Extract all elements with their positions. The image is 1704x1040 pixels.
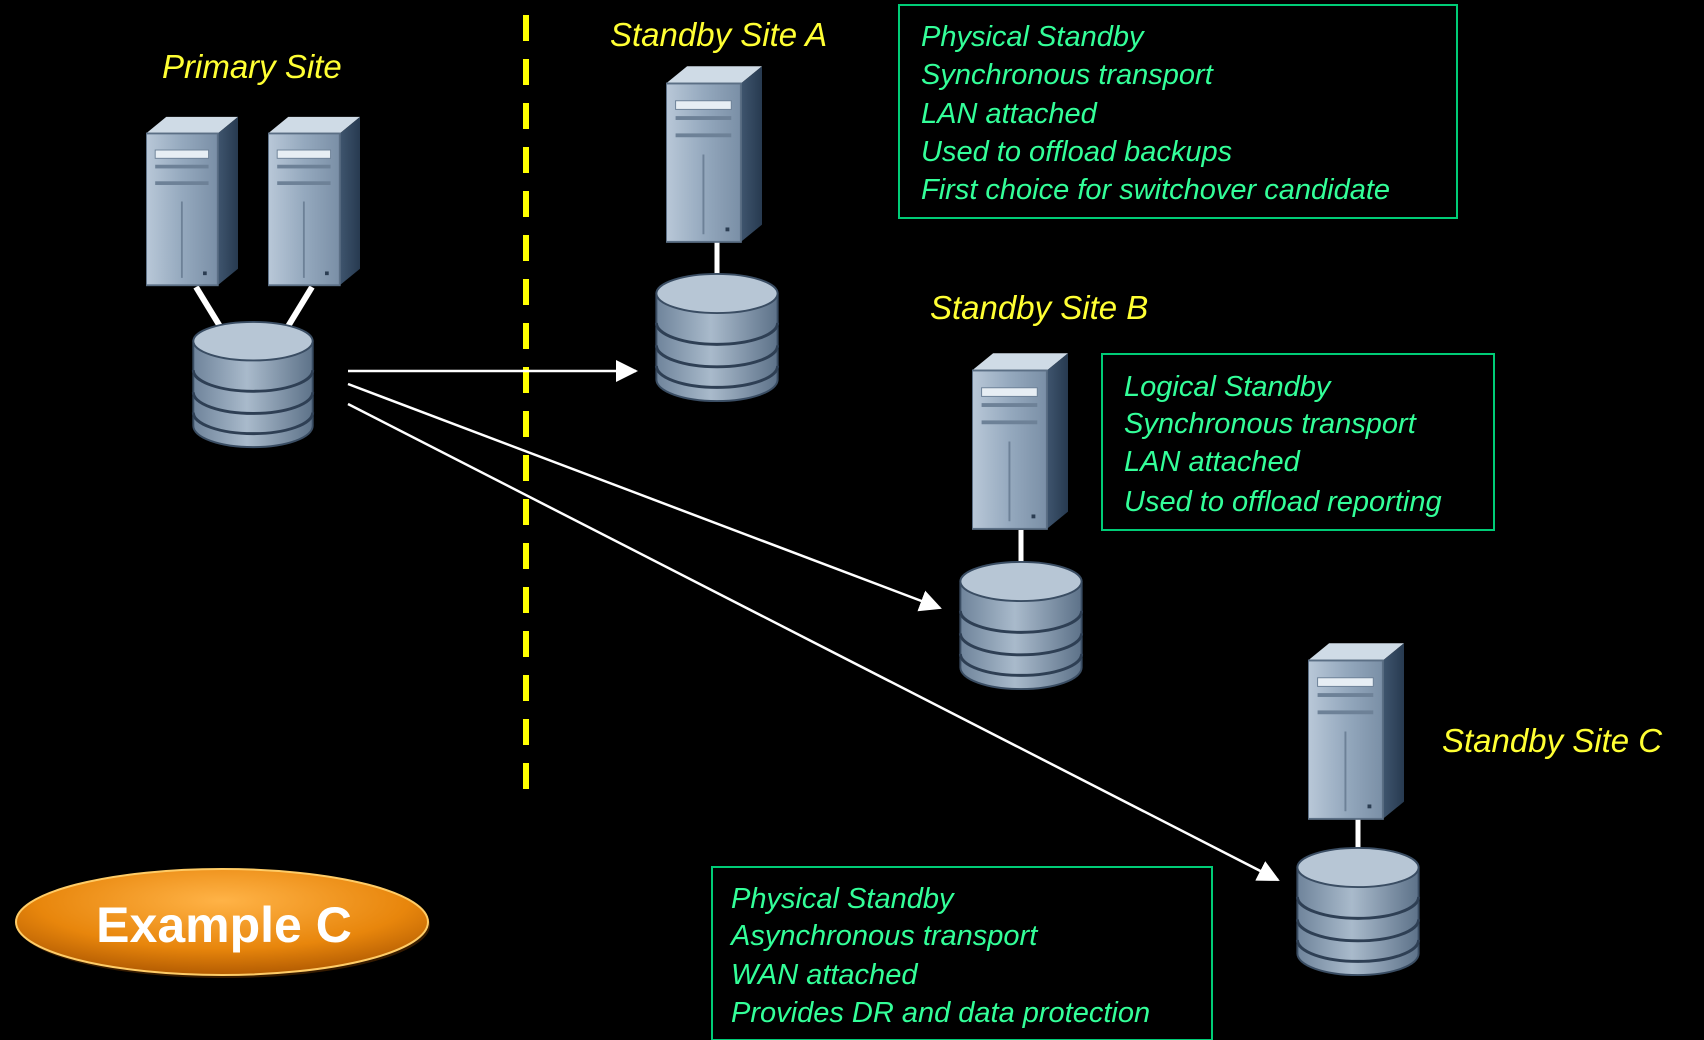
primary-server-2 bbox=[268, 115, 360, 330]
standby-c-note-3: WAN attached bbox=[731, 959, 918, 991]
standby-a-note-2: Synchronous transport bbox=[921, 59, 1215, 91]
standby-c-note-1: Physical Standby bbox=[731, 883, 955, 915]
standby-site-b-label: Standby Site B bbox=[930, 289, 1148, 326]
standby-b-server bbox=[972, 352, 1068, 566]
standby-c-notes-box bbox=[711, 866, 1213, 1040]
standby-a-server bbox=[666, 65, 762, 280]
primary-server-1 bbox=[146, 115, 238, 330]
standby-b-notes-box bbox=[1101, 353, 1495, 531]
primary-site-label: Primary Site bbox=[162, 48, 342, 85]
standby-c-note-2: Asynchronous transport bbox=[729, 920, 1039, 952]
standby-a-database-icon bbox=[654, 272, 780, 403]
standby-c-server bbox=[1308, 642, 1404, 852]
standby-a-note-4: Used to offload backups bbox=[921, 136, 1232, 168]
standby-b-note-3: LAN attached bbox=[1124, 446, 1301, 478]
example-badge-label: Example C bbox=[96, 897, 352, 953]
arrow-to-site-c bbox=[347, 402, 1280, 882]
standby-b-note-4: Used to offload reporting bbox=[1124, 486, 1442, 518]
example-badge: Example C bbox=[15, 868, 430, 978]
standby-b-note-2: Synchronous transport bbox=[1124, 408, 1418, 440]
standby-a-note-5: First choice for switchover candidate bbox=[921, 174, 1390, 206]
standby-a-note-1: Physical Standby bbox=[921, 21, 1145, 53]
standby-a-notes-box bbox=[898, 4, 1458, 219]
standby-a-note-3: LAN attached bbox=[921, 98, 1098, 130]
standby-c-note-4: Provides DR and data protection bbox=[731, 997, 1150, 1029]
standby-b-database-icon bbox=[958, 560, 1084, 691]
primary-database-icon bbox=[191, 320, 315, 449]
arrow-to-site-b bbox=[347, 382, 942, 612]
standby-c-database-icon bbox=[1295, 846, 1421, 977]
standby-site-a-label: Standby Site A bbox=[610, 16, 827, 53]
standby-site-c-label: Standby Site C bbox=[1442, 722, 1663, 759]
standby-b-note-1: Logical Standby bbox=[1124, 371, 1332, 403]
